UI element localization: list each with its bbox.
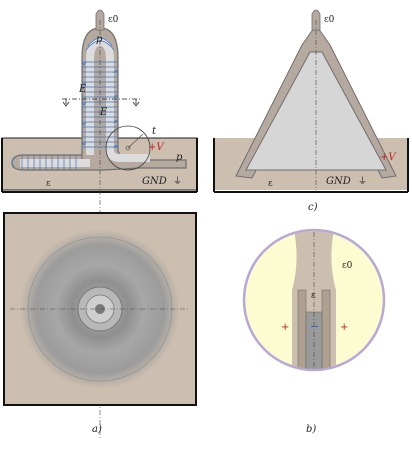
- inner-channel: [86, 37, 150, 162]
- panel-c: ε0 +V ε GND ⏚ c): [213, 9, 409, 213]
- panel-b: ε0 ε + − + b): [242, 228, 386, 435]
- ground-symbol-a: ⏚: [173, 176, 182, 187]
- label-gnd-c: GND: [326, 176, 351, 187]
- plus-right: +: [340, 322, 348, 333]
- label-gnd-a: GND: [142, 176, 167, 187]
- label-epsilon-b: ε: [311, 291, 316, 301]
- label-t: t: [152, 126, 157, 137]
- ground-symbol-c: ⏚: [358, 176, 367, 187]
- capillary-wall-right: [321, 289, 331, 369]
- label-p-top: p: [96, 34, 103, 45]
- panel-a: a): [3, 212, 197, 435]
- caption-b: b): [306, 424, 316, 435]
- detail-circle-t: [105, 125, 151, 171]
- label-epsilon-a: ε: [46, 179, 51, 189]
- minus-center: −: [310, 320, 319, 333]
- caption-c: c): [308, 202, 318, 213]
- capillary-wall-left: [297, 289, 307, 369]
- label-E: E: [78, 84, 87, 95]
- plus-left: +: [281, 322, 289, 333]
- label-epsilon0-c: ε0: [324, 15, 335, 25]
- panel-cross-section: ε0 p E E t +V p ε GND ⏚: [1, 9, 198, 440]
- label-p-right: p: [176, 152, 183, 163]
- caption-a: a): [92, 424, 102, 435]
- label-plus-v: +V: [148, 142, 165, 153]
- label-epsilon0-a: ε0: [108, 15, 119, 25]
- field-arrows: [81, 61, 119, 149]
- label-epsilon0-b: ε0: [342, 261, 353, 271]
- label-E2: E: [99, 107, 108, 118]
- label-epsilon-c: ε: [268, 179, 273, 189]
- label-plus-v-c: +V: [380, 152, 397, 163]
